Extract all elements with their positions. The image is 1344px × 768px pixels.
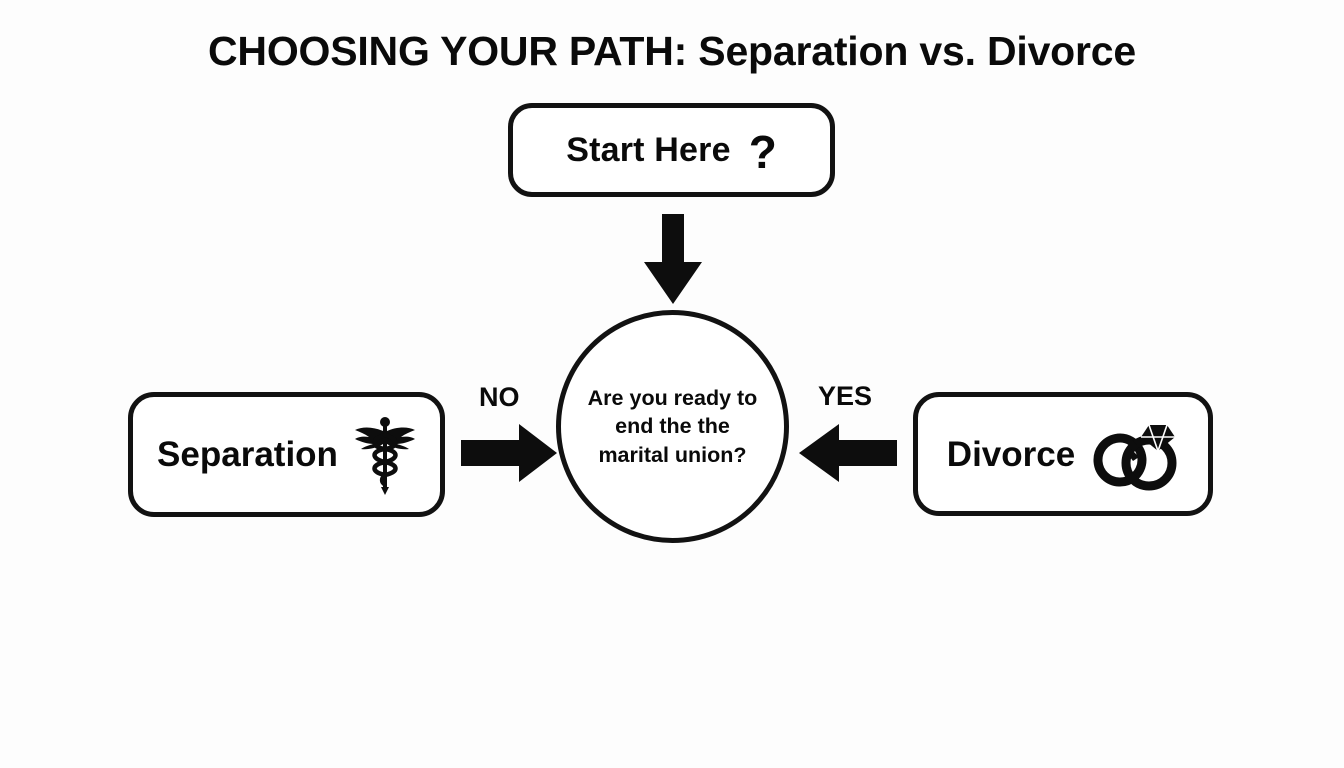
node-separation-label: Separation xyxy=(157,435,338,474)
edge-label-no: NO xyxy=(479,382,520,412)
node-start-here-label: Start Here xyxy=(566,131,731,169)
node-divorce-label: Divorce xyxy=(946,434,1076,474)
page-title: CHOOSING YOUR PATH: Separation vs. Divor… xyxy=(208,28,1136,74)
question-mark-icon: ? xyxy=(748,126,777,178)
wedding-rings-icon xyxy=(1091,415,1179,493)
node-divorce[interactable]: Divorce xyxy=(913,392,1213,516)
arrow-down-icon xyxy=(644,214,702,304)
arrow-left-icon xyxy=(799,424,897,482)
node-decision-label: Are you ready to end the the marital uni… xyxy=(587,385,758,467)
node-decision-question[interactable]: Are you ready to end the the marital uni… xyxy=(556,310,789,543)
arrow-right-icon xyxy=(461,424,557,482)
caduceus-icon xyxy=(354,415,416,495)
edge-label-yes: YES xyxy=(818,381,873,411)
node-separation[interactable]: Separation xyxy=(128,392,445,517)
node-start-here[interactable]: Start Here ? xyxy=(508,103,835,197)
